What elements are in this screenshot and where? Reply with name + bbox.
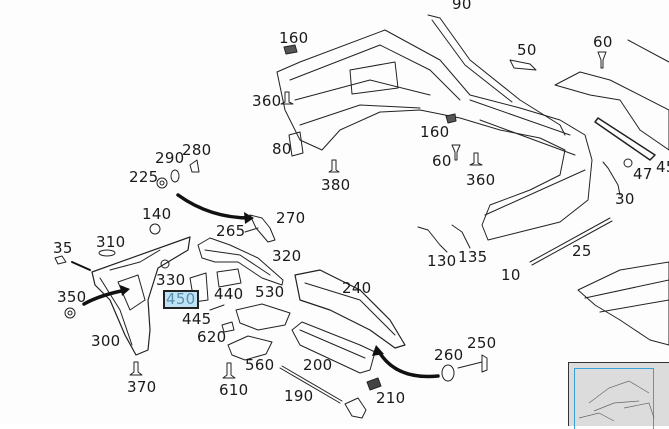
part-label[interactable]: 310	[96, 233, 126, 251]
mount-bracket-320	[197, 237, 284, 286]
part-label[interactable]: 330	[156, 271, 186, 289]
part-label[interactable]: 250	[467, 334, 497, 352]
part-label[interactable]: 50	[517, 41, 537, 59]
part-label[interactable]: 620	[197, 328, 227, 346]
side-rail	[427, 14, 566, 136]
part-label[interactable]: 360	[252, 92, 282, 110]
part-label[interactable]: 560	[245, 356, 275, 374]
washer-47	[623, 158, 633, 168]
clip-35	[54, 255, 67, 265]
washer-225	[156, 177, 168, 189]
arrow-to-270	[176, 193, 252, 220]
part-label[interactable]: 80	[272, 140, 292, 158]
bolt-250	[457, 361, 483, 369]
trim-strip-25	[529, 217, 611, 263]
module-440	[216, 268, 242, 288]
arrow-35	[71, 261, 91, 271]
part-label[interactable]: 370	[127, 378, 157, 396]
trim-135	[451, 224, 471, 249]
part-label[interactable]: 160	[420, 123, 450, 141]
thumbnail-viewport-frame[interactable]	[574, 368, 654, 429]
part-label[interactable]: 270	[276, 209, 306, 227]
screw-360	[280, 91, 294, 105]
rivet-60	[597, 51, 607, 69]
washer-290	[170, 169, 180, 183]
part-label[interactable]: 190	[284, 387, 314, 405]
screw-265	[244, 227, 259, 233]
part-label[interactable]: 25	[572, 242, 592, 260]
side-bracket	[91, 236, 191, 356]
grommet-310	[98, 249, 116, 257]
overview-thumbnail[interactable]	[568, 362, 669, 429]
part-label[interactable]: 90	[452, 0, 472, 13]
arrow-to-240	[376, 348, 440, 379]
part-label[interactable]: 60	[593, 33, 613, 51]
part-label[interactable]: 135	[458, 248, 488, 266]
clip-620	[221, 321, 235, 333]
part-label[interactable]: 380	[321, 176, 351, 194]
part-label[interactable]: 200	[303, 356, 333, 374]
part-label[interactable]: 610	[219, 381, 249, 399]
trim-130	[417, 226, 448, 253]
clip-160	[283, 44, 298, 55]
screw-380	[328, 159, 340, 173]
part-label[interactable]: 530	[255, 283, 285, 301]
part-label[interactable]: 290	[155, 149, 185, 167]
part-label[interactable]: 35	[53, 239, 73, 257]
washer-350	[64, 307, 76, 319]
clip-280	[189, 159, 200, 173]
part-label[interactable]: 60	[432, 152, 452, 170]
clip-210	[366, 377, 382, 391]
part-label[interactable]: 320	[272, 247, 302, 265]
part-label[interactable]: 260	[434, 346, 464, 364]
clip-80	[288, 131, 304, 157]
lower-bar-200	[291, 321, 376, 374]
part-label[interactable]: 30	[615, 190, 635, 208]
part-label[interactable]: 350	[57, 288, 87, 306]
screw-360b	[469, 152, 483, 166]
part-label[interactable]: 10	[501, 266, 521, 284]
absorber-240	[294, 269, 406, 349]
plug-330	[160, 259, 170, 269]
screw-445	[209, 304, 225, 311]
clip-160b	[445, 113, 457, 124]
part-label[interactable]: 445	[182, 310, 212, 328]
trim-strip-30	[602, 161, 621, 196]
part-label[interactable]: 360	[466, 171, 496, 189]
bracket-560	[227, 335, 273, 361]
bracket-270	[249, 214, 276, 243]
cable-190	[279, 367, 341, 404]
part-label-selected[interactable]: 450	[163, 290, 199, 309]
lower-frame	[577, 261, 669, 346]
part-label[interactable]: 225	[129, 168, 159, 186]
part-label[interactable]: 130	[427, 252, 457, 270]
part-label[interactable]: 440	[214, 285, 244, 303]
part-label[interactable]: 160	[279, 29, 309, 47]
rivet-60b	[451, 144, 461, 161]
part-label[interactable]: 210	[376, 389, 406, 407]
screw-370	[129, 361, 143, 376]
part-label[interactable]: 45	[656, 158, 669, 176]
arrow-to-bracket	[82, 288, 128, 306]
part-label[interactable]: 240	[342, 279, 372, 297]
grommet-140	[149, 223, 161, 235]
part-label[interactable]: 140	[142, 205, 172, 223]
thumbnail-artwork	[578, 380, 655, 422]
part-label[interactable]: 47	[633, 165, 653, 183]
bracket-530	[235, 303, 291, 331]
upper-rail	[554, 71, 669, 151]
washer-260	[441, 364, 455, 382]
part-label[interactable]: 280	[182, 141, 212, 159]
part-label[interactable]: 300	[91, 332, 121, 350]
part-label[interactable]: 265	[216, 222, 246, 240]
screw-610	[222, 362, 236, 379]
bracket-50	[509, 59, 537, 71]
